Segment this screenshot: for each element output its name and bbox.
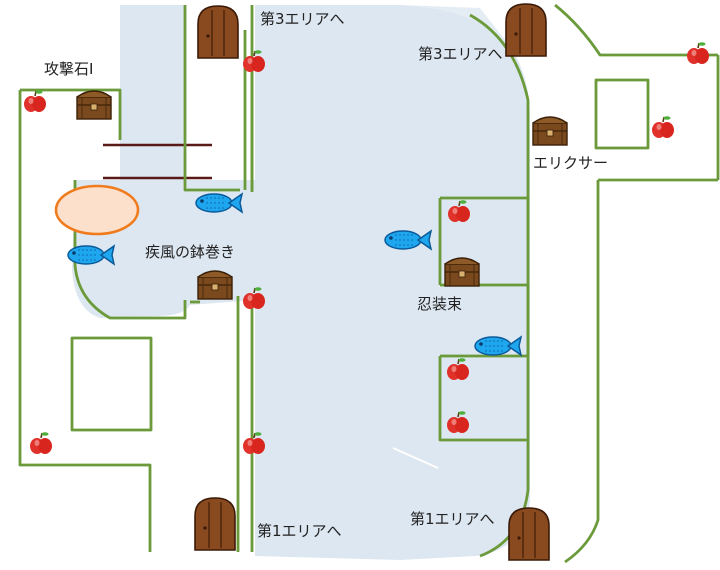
treasure-chest-icon[interactable]: [76, 90, 112, 120]
treasure-chest-icon[interactable]: [532, 116, 568, 146]
treasure-chest-icon[interactable]: [197, 270, 233, 300]
ninja-garb-label: 忍装束: [417, 295, 463, 313]
headband-label: 疾風の鉢巻き: [145, 243, 236, 261]
door-icon[interactable]: [197, 5, 239, 59]
to-area1-label: 第1エリアへ: [410, 510, 495, 528]
to-area1-label: 第1エリアへ: [257, 522, 342, 540]
floor-top-strip: [400, 5, 505, 40]
wooden-bars: [103, 143, 212, 180]
apple-icon[interactable]: [686, 41, 710, 65]
apple-icon[interactable]: [23, 89, 47, 113]
elixir-label: エリクサー: [533, 154, 609, 172]
treasure-chest-icon[interactable]: [444, 257, 480, 287]
door-icon[interactable]: [505, 3, 547, 57]
door-icon[interactable]: [194, 497, 236, 551]
attack-stone-label: 攻撃石I: [44, 60, 94, 78]
floor-top-corridor: [120, 5, 185, 190]
to-area3-label: 第3エリアへ: [260, 10, 345, 28]
floor-main-hall: [255, 5, 530, 560]
apple-icon[interactable]: [651, 115, 675, 139]
apple-icon[interactable]: [29, 431, 53, 455]
to-area3-label: 第3エリアへ: [418, 45, 503, 63]
door-icon[interactable]: [508, 507, 550, 561]
orange-ellipse-marker[interactable]: [54, 184, 140, 236]
